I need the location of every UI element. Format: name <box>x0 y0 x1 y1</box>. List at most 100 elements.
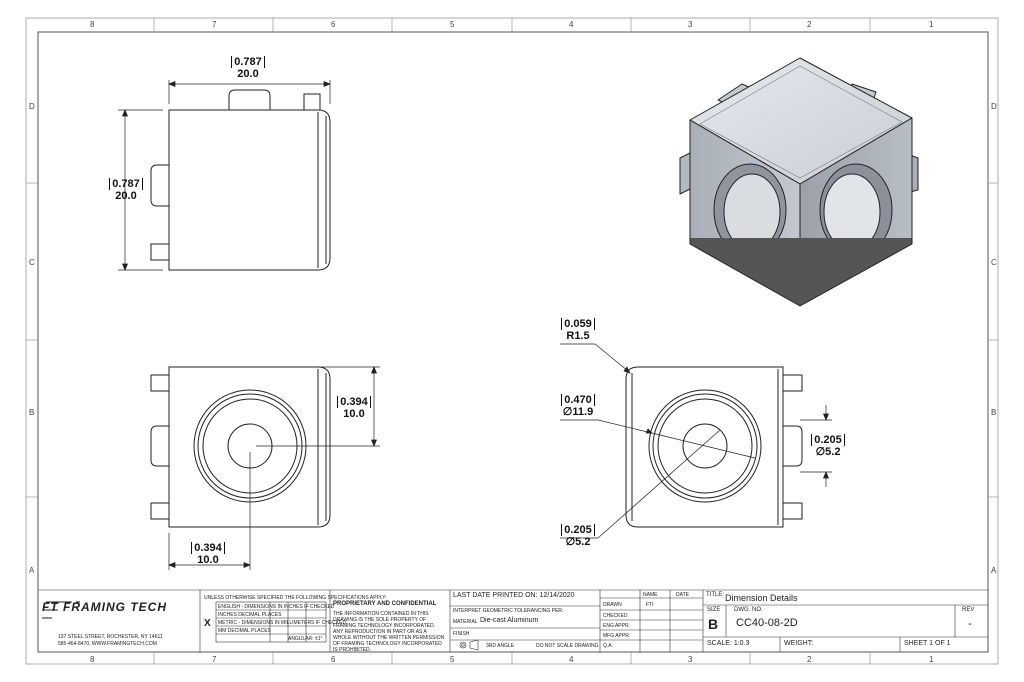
zone-label-col: 7 <box>212 20 217 29</box>
dim-bore-in: 0.470 <box>561 394 595 406</box>
front-view-right <box>625 366 803 528</box>
zone-label-col-bottom: 1 <box>929 655 934 664</box>
dim-half-width-in: 0.394 <box>191 542 225 554</box>
finish-label: FINISH <box>453 631 470 637</box>
dim-bore: 0.470 ∅11.9 <box>556 394 600 418</box>
rev-label: REV <box>962 607 975 613</box>
proprietary-title: PROPRIETARY AND CONFIDENTIAL <box>333 601 437 607</box>
angle-label: 3RD ANGLE <box>486 643 515 649</box>
dwg-no-label: DWG. NO. <box>734 607 763 613</box>
dim-top-width-mm: 20.0 <box>237 68 259 80</box>
company-address: 137 STEEL STREET, ROCHESTER, NY 14611 <box>58 634 163 640</box>
zone-label-col: 3 <box>688 20 693 29</box>
dim-side-hole: 0.205 ∅5.2 <box>806 434 850 458</box>
name-header: NAME <box>643 592 658 598</box>
dim-half-height-mm: 10.0 <box>343 408 365 420</box>
dim-top-height-mm: 20.0 <box>115 190 137 202</box>
zone-label-col-bottom: 8 <box>90 655 95 664</box>
front-view-right-dims <box>560 343 832 539</box>
last-printed: LAST DATE PRINTED ON: 12/14/2020 <box>453 592 575 599</box>
side-view-dims <box>118 80 331 271</box>
logo-mark: FT <box>42 600 59 614</box>
size-value: B <box>708 616 719 632</box>
proprietary-text: THE INFORMATION CONTAINED IN THIS DRAWIN… <box>333 611 445 653</box>
dim-half-height: 0.394 10.0 <box>332 396 376 420</box>
title-value: Dimension Details <box>725 593 798 603</box>
logo: FT FRAMING TECH <box>42 600 167 614</box>
dim-hole-mm: ∅5.2 <box>565 536 591 548</box>
zone-label-col-bottom: 3 <box>688 655 693 664</box>
zone-label-col-bottom: 6 <box>331 655 336 664</box>
zone-ticks <box>26 18 998 664</box>
company-contact: 585-464-8470, WWW.FRAMINGTECH.COM <box>58 641 157 647</box>
zone-label-col: 2 <box>807 20 812 29</box>
tolerance-angular: ANGULAR: ±1° <box>288 636 323 642</box>
zone-label-row: C <box>29 258 35 267</box>
zone-label-col: 8 <box>90 20 95 29</box>
qa-label: Q.A. <box>603 643 614 649</box>
drawn-label: DRAWN <box>603 602 622 608</box>
tolerance-row: METRIC - DIMENSIONS IN MILLIMETERS IF CH… <box>218 620 347 626</box>
size-label: SIZE <box>707 607 721 613</box>
zone-label-row-right: C <box>991 258 997 267</box>
dim-half-width-mm: 10.0 <box>197 554 219 566</box>
dim-radius-mm: R1.5 <box>566 330 590 342</box>
logo-mark-shape <box>42 601 80 619</box>
title-block-grid <box>38 589 988 652</box>
zone-label-col-bottom: 5 <box>450 655 455 664</box>
zone-label-col-bottom: 7 <box>212 655 217 664</box>
sheet-label: SHEET 1 OF 1 <box>904 640 951 647</box>
zone-label-col: 1 <box>929 20 934 29</box>
tolerance-row: MM DECIMAL PLACES <box>218 628 271 634</box>
tolerance-row: INCHES DECIMAL PLACES <box>218 612 282 618</box>
zone-label-row: A <box>29 566 35 575</box>
zone-label-row: D <box>29 102 35 111</box>
material-value: Die-cast Aluminum <box>480 617 539 624</box>
material-label: MATERIAL <box>453 619 478 625</box>
dim-side-hole-mm: ∅5.2 <box>815 446 841 458</box>
title-label: TITLE: <box>706 592 725 598</box>
isometric-cube <box>679 57 919 307</box>
dim-half-width: 0.394 10.0 <box>186 542 230 566</box>
dim-top-height-in: 0.787 <box>109 178 143 190</box>
eng-appr-label: ENG APPR. <box>603 623 630 629</box>
dim-hole: 0.205 ∅5.2 <box>556 524 600 548</box>
dim-top-height: 0.787 20.0 <box>104 178 148 202</box>
mfg-appr-label: MFG APPR. <box>603 633 631 639</box>
zone-label-row-right: D <box>991 102 997 111</box>
zone-label-row: B <box>29 408 35 417</box>
dim-side-hole-in: 0.205 <box>811 434 845 446</box>
logo-text: FRAMING TECH <box>63 600 168 614</box>
zone-label-col-bottom: 4 <box>569 655 574 664</box>
dim-top-width-in: 0.787 <box>231 56 265 68</box>
dim-top-width: 0.787 20.0 <box>226 56 270 80</box>
dim-radius-in: 0.059 <box>561 318 595 330</box>
dwg-no-value: CC40-08-2D <box>736 617 798 629</box>
side-view <box>150 89 331 271</box>
zone-label-col: 6 <box>331 20 336 29</box>
zone-label-row-right: A <box>991 566 997 575</box>
checked-label: CHECKED <box>603 613 628 619</box>
dim-radius: 0.059 R1.5 <box>556 318 600 342</box>
dim-bore-mm: ∅11.9 <box>562 406 594 418</box>
no-scale-label: DO NOT SCALE DRAWING <box>536 643 599 649</box>
rev-value: - <box>968 618 972 630</box>
zone-label-col: 4 <box>569 20 574 29</box>
zone-label-col-bottom: 2 <box>807 655 812 664</box>
date-header: DATE <box>676 592 689 598</box>
zone-label-row-right: B <box>991 408 997 417</box>
metric-checkbox: X <box>204 618 211 629</box>
inner-border <box>37 31 989 653</box>
dim-hole-in: 0.205 <box>561 524 595 536</box>
front-view-left-dims <box>168 366 380 570</box>
tolerance-row: ENGLISH - DIMENSIONS IN INCHES IF CHECKE… <box>218 604 335 610</box>
front-view-left <box>150 366 331 528</box>
interpret-label: INTERPRET GEOMETRIC TOLERANCING PER: <box>453 608 564 614</box>
scale-label: SCALE: 1:0.3 <box>707 640 750 647</box>
tolerance-header: UNLESS OTHERWISE SPECIFIED THE FOLLOWING… <box>204 595 387 601</box>
drawn-name: FTI <box>646 602 654 608</box>
weight-label: WEIGHT: <box>784 640 814 647</box>
dim-half-height-in: 0.394 <box>337 396 371 408</box>
zone-label-col: 5 <box>450 20 455 29</box>
